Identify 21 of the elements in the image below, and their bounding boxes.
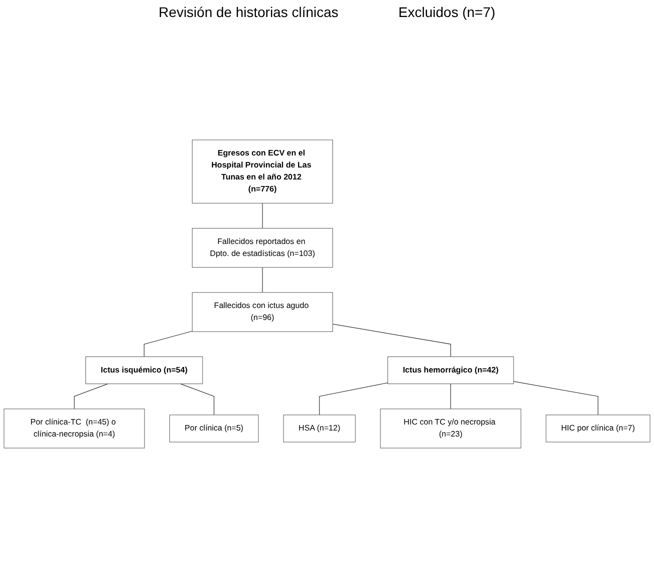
note-text: Revisión de historias clínicas [158,4,338,20]
connector [319,382,388,416]
node-box: Fallecidos con ictus agudo (n=96) [192,292,333,332]
connector [180,384,214,416]
connector [262,202,263,229]
note-text: Excluidos (n=7) [398,4,496,20]
connector [513,381,598,416]
connector [332,324,451,358]
connector [262,267,263,293]
node-box: HIC con TC y/o necropsia (n=23) [380,408,522,448]
connector [450,384,451,410]
node-box: HSA (n=12) [283,414,356,442]
node-box: Por clínica (n=5) [169,414,259,442]
connector [74,384,108,410]
node-box: Ictus hemorrágico (n=42) [388,356,514,384]
connector [144,330,193,358]
node-box: HIC por clínica (n=7) [546,414,650,442]
node-box: Egresos con ECV en el Hospital Provincial de Las Tunas en el año 2012 (n=776) [192,140,333,204]
node-box: Por clínica-TC (n=45) o clínica-necropsia (n=4) [4,408,145,448]
node-box: Ictus isquémico (n=54) [85,356,203,384]
node-box: Fallecidos reportados en Dpto. de estadísticas (n=103) [192,228,333,268]
